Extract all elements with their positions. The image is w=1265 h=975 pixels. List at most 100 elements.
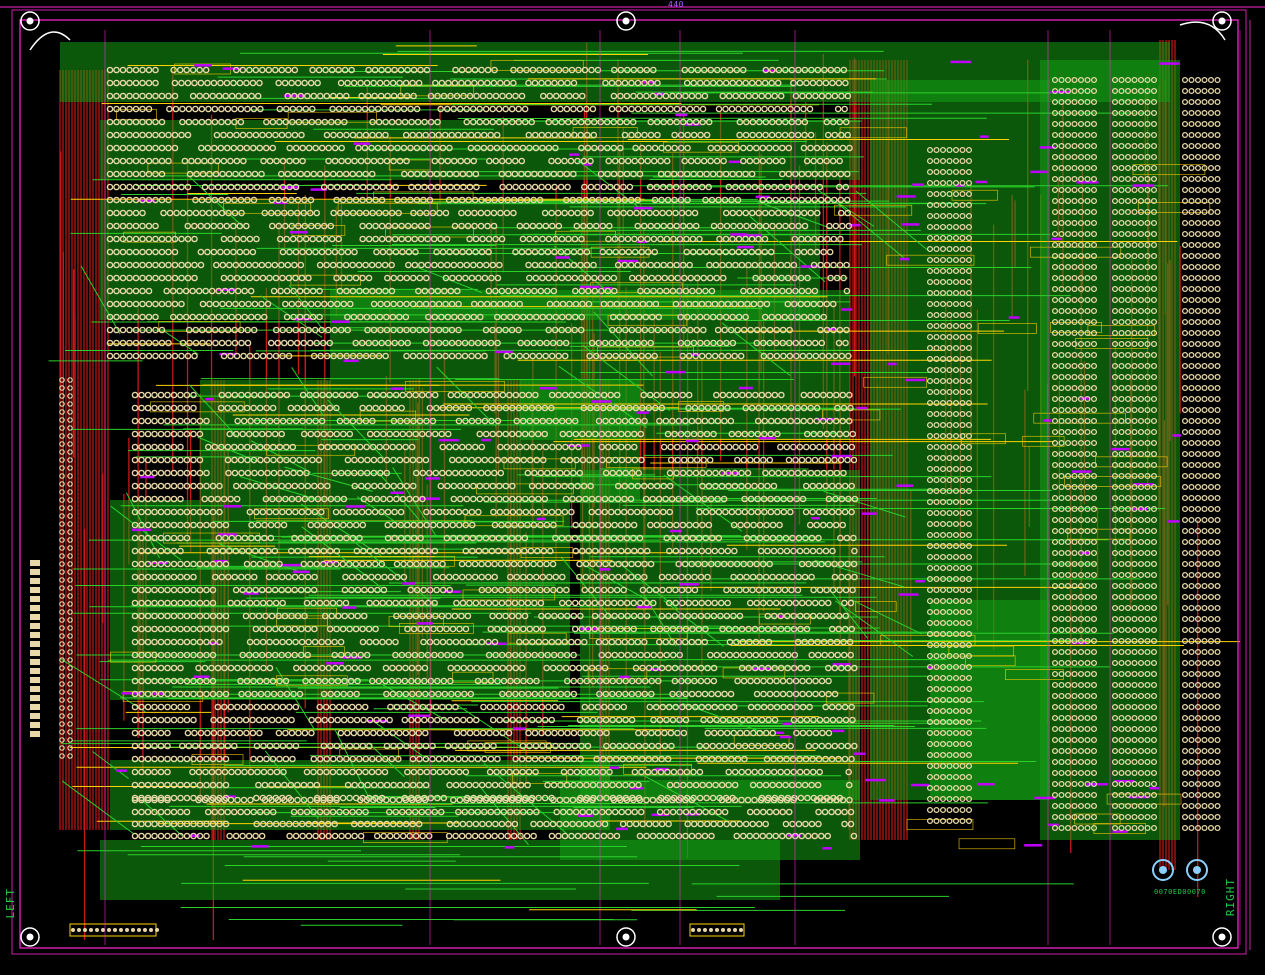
pad	[145, 326, 153, 334]
pad	[184, 183, 192, 191]
pad	[769, 66, 776, 74]
pad	[731, 300, 738, 308]
pad	[318, 248, 326, 256]
pad	[732, 92, 740, 100]
pad	[158, 300, 166, 308]
pad	[384, 66, 392, 74]
pad	[185, 105, 193, 113]
pad	[723, 222, 731, 230]
pad	[113, 287, 120, 295]
pad	[690, 131, 698, 139]
pad	[693, 105, 700, 113]
pad	[297, 170, 305, 178]
pad	[253, 274, 260, 282]
pad	[759, 196, 767, 204]
pad	[183, 66, 190, 74]
pad	[570, 261, 578, 269]
pad	[171, 300, 179, 308]
pad	[440, 92, 448, 100]
pad	[348, 66, 355, 74]
pad	[383, 313, 390, 321]
pad	[574, 209, 581, 217]
pad	[729, 235, 736, 243]
top-trace	[59, 658, 146, 713]
pad	[450, 157, 458, 165]
designator-mark	[979, 135, 989, 138]
pad	[749, 118, 757, 126]
pad	[407, 170, 415, 178]
pad	[476, 118, 484, 126]
pad	[437, 105, 444, 113]
pad	[617, 66, 625, 74]
pad	[477, 209, 485, 217]
pad	[830, 235, 838, 243]
pad	[652, 209, 660, 217]
pad	[512, 92, 519, 100]
pad	[715, 196, 722, 204]
pad	[434, 183, 441, 191]
ic-footprint-icon	[388, 616, 444, 627]
pad	[600, 300, 608, 308]
pad	[132, 274, 140, 282]
pad	[785, 170, 793, 178]
pad	[331, 144, 339, 152]
designator-mark	[861, 512, 877, 515]
pad	[237, 118, 245, 126]
designator-mark	[567, 444, 590, 447]
pad	[512, 248, 519, 256]
pad	[679, 222, 687, 230]
pad	[470, 300, 478, 308]
pad	[683, 248, 691, 256]
pad	[431, 157, 439, 165]
pad	[551, 183, 558, 191]
pad	[545, 118, 553, 126]
pad	[232, 300, 239, 308]
pad	[471, 66, 479, 74]
pad	[431, 261, 438, 269]
pad	[830, 196, 838, 204]
pad	[169, 287, 177, 295]
pad	[795, 222, 802, 230]
pad	[703, 131, 711, 139]
pad	[762, 118, 770, 126]
pad	[577, 131, 585, 139]
pad	[741, 105, 749, 113]
pad	[713, 274, 721, 282]
pad	[106, 92, 114, 100]
pad	[246, 131, 253, 139]
pad	[392, 248, 400, 256]
pad	[362, 209, 370, 217]
pad	[493, 313, 501, 321]
pad	[119, 157, 127, 165]
pad	[558, 326, 565, 334]
pad	[126, 326, 133, 334]
pad	[617, 170, 624, 178]
pad	[457, 261, 464, 269]
pad	[223, 222, 231, 230]
pad	[171, 131, 179, 139]
pad	[297, 261, 305, 269]
pad	[126, 274, 133, 282]
pad	[375, 118, 383, 126]
designator-mark	[599, 568, 611, 571]
pad	[639, 300, 647, 308]
pad	[810, 183, 817, 191]
designator-mark	[865, 778, 886, 782]
pad	[268, 196, 276, 204]
pad	[615, 79, 622, 87]
pad	[698, 183, 706, 191]
pad	[231, 209, 239, 217]
pad	[544, 183, 552, 191]
pad	[625, 248, 633, 256]
pad	[803, 157, 811, 165]
pad	[843, 261, 850, 269]
pad	[314, 300, 322, 308]
pad	[178, 261, 185, 269]
pad	[772, 287, 780, 295]
pad	[321, 118, 329, 126]
pad	[327, 183, 334, 191]
pad	[285, 131, 292, 139]
designator-mark	[292, 570, 310, 574]
pad	[797, 274, 805, 282]
pad	[650, 157, 658, 165]
